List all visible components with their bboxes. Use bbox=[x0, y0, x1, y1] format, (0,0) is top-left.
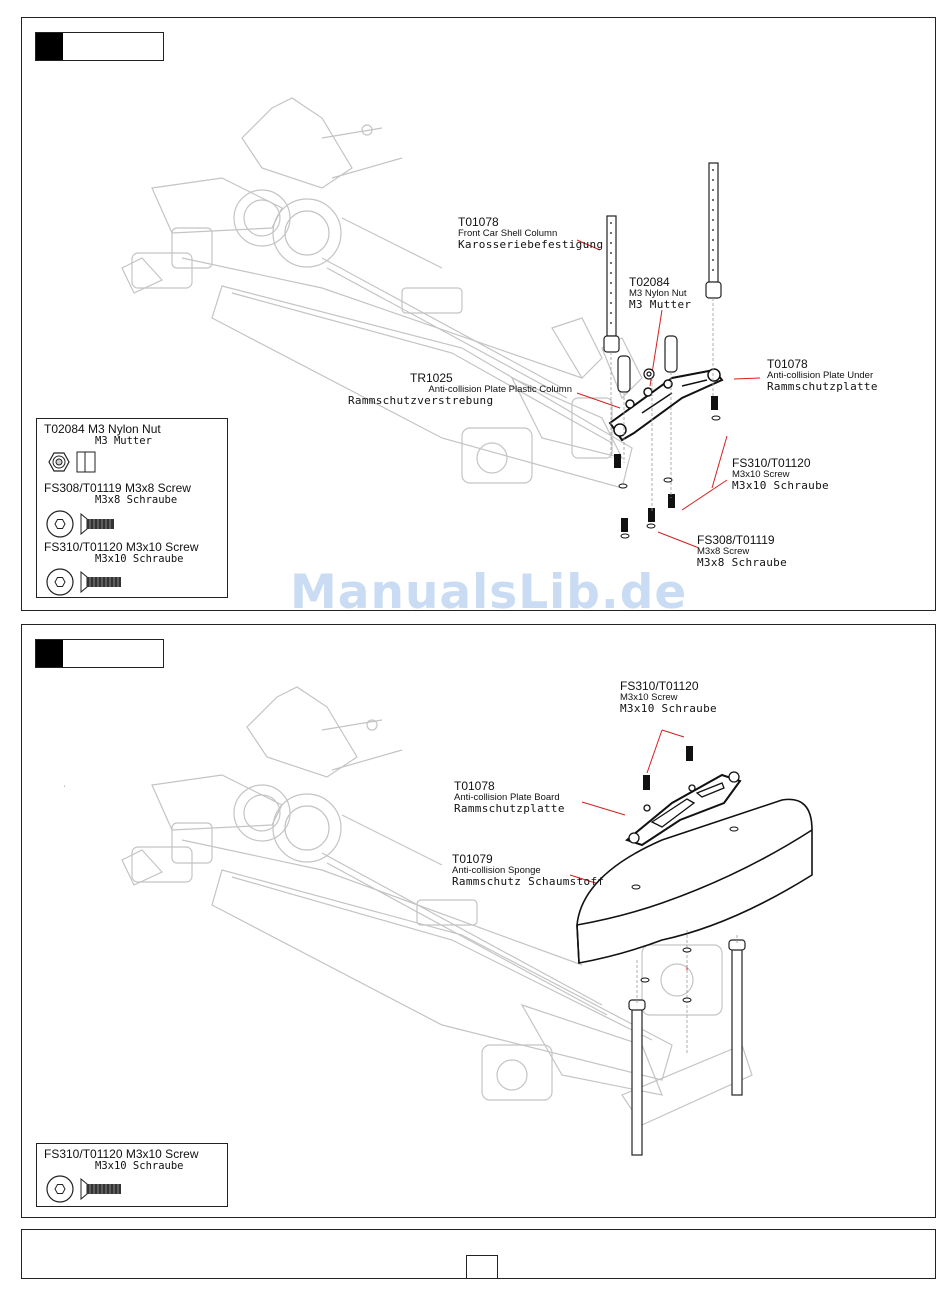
step-panel-2: ' FS310/T01120 M3x10 Screw M3x10 Schraub… bbox=[21, 624, 936, 1218]
step-number-marker bbox=[36, 640, 63, 667]
label-t01078-plate: T01078 Anti-collision Plate Under Rammsc… bbox=[767, 357, 878, 393]
step-number-marker bbox=[36, 33, 63, 60]
parts-list-box: FS310/T01120 M3x10 Screw M3x10 Schraube bbox=[36, 1143, 228, 1207]
label-t01078-board: T01078 Anti-collision Plate Board Rammsc… bbox=[454, 779, 565, 815]
page-footer bbox=[21, 1229, 936, 1279]
label-t02084: T02084 M3 Nylon Nut M3 Mutter bbox=[629, 275, 692, 311]
watermark: ManualsLib.de bbox=[290, 565, 688, 620]
step-number-box bbox=[35, 639, 164, 668]
step-number-box bbox=[35, 32, 164, 61]
parts-list-box: T02084 M3 Nylon Nut M3 Mutter FS308/T011… bbox=[36, 418, 228, 598]
m3x8-screw-icon bbox=[46, 510, 114, 538]
label-fs310: FS310/T01120 M3x10 Screw M3x10 Schraube bbox=[732, 456, 829, 492]
label-fs310-step2: FS310/T01120 M3x10 Screw M3x10 Schraube bbox=[620, 679, 717, 715]
label-tr1025: TR1025 Anti-collision Plate Plastic Colu… bbox=[348, 371, 572, 407]
svg-text:': ' bbox=[64, 786, 65, 792]
label-t01078-column: T01078 Front Car Shell Column Karosserie… bbox=[458, 215, 604, 251]
chassis-illustration-2: ' bbox=[64, 686, 813, 1156]
page-number-tab bbox=[466, 1255, 498, 1278]
label-t01079: T01079 Anti-collision Sponge Rammschutz … bbox=[452, 852, 605, 888]
nylon-nut-icon bbox=[48, 451, 96, 473]
step-panel-1: T01078 Front Car Shell Column Karosserie… bbox=[21, 17, 936, 611]
m3x10-screw-icon bbox=[46, 568, 121, 596]
label-fs308: FS308/T01119 M3x8 Screw M3x8 Schraube bbox=[697, 533, 787, 569]
chassis-illustration-1 bbox=[121, 97, 761, 549]
m3x10-screw-icon bbox=[46, 1175, 121, 1203]
